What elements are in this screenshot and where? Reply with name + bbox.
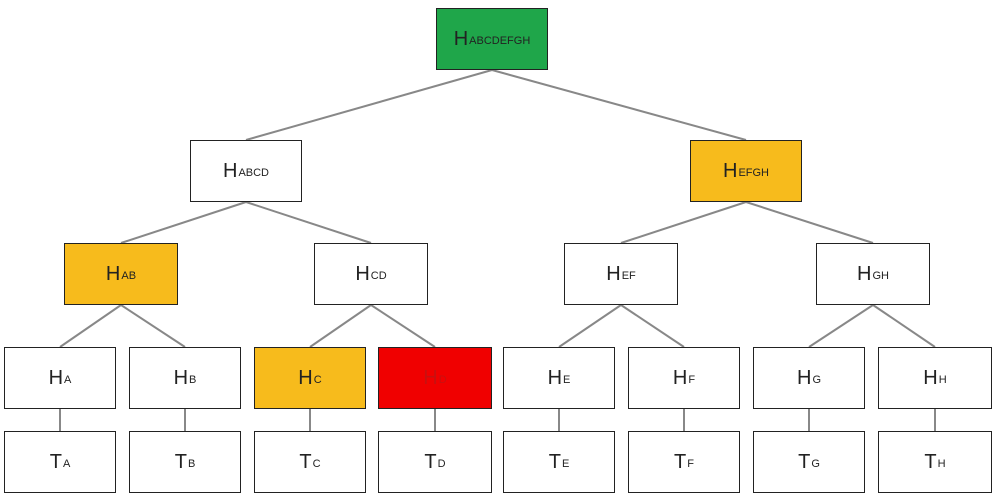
- edge-root-abcd: [245, 69, 493, 141]
- edge-ab-ha: [59, 304, 122, 348]
- node-base: H: [355, 262, 370, 285]
- node-sub: B: [189, 374, 197, 386]
- node-sub: C: [312, 458, 321, 470]
- node-sub: GH: [872, 270, 889, 282]
- node-sub: H: [938, 374, 947, 386]
- node-base: T: [174, 450, 187, 473]
- node-sub: EFGH: [738, 167, 769, 179]
- node-sub: E: [561, 458, 570, 470]
- node-sub: D: [437, 458, 446, 470]
- node-base: H: [672, 366, 688, 389]
- node-base: H: [923, 366, 938, 389]
- node-base: H: [857, 262, 872, 285]
- edge-abcd-cd: [245, 201, 372, 244]
- node-base: H: [453, 27, 469, 50]
- node-sub: H: [937, 458, 946, 470]
- edge-cd-hc: [309, 304, 372, 348]
- node-sub: CD: [370, 270, 387, 282]
- node-sub: A: [64, 374, 72, 386]
- node-sub: G: [811, 458, 820, 470]
- edge-root-efgh: [491, 69, 747, 141]
- edge-gh-hg: [808, 304, 874, 348]
- node-base: H: [606, 262, 621, 285]
- node-sub: A: [62, 458, 71, 470]
- node-base: T: [924, 450, 937, 473]
- node-base: H: [173, 366, 189, 389]
- node-sub: EF: [621, 270, 636, 282]
- node-base: H: [222, 159, 238, 182]
- node-base: H: [722, 159, 738, 182]
- node-base: T: [424, 450, 437, 473]
- node-sub: G: [812, 374, 821, 386]
- node-base: T: [299, 450, 312, 473]
- edge-cd-hd: [370, 304, 436, 348]
- node-base: T: [674, 450, 687, 473]
- node-sub: C: [313, 374, 322, 386]
- edge-efgh-gh: [745, 201, 874, 244]
- node-base: H: [423, 366, 438, 389]
- node-base: H: [547, 366, 563, 389]
- edge-ef-hf: [620, 304, 685, 348]
- edge-ab-hb: [120, 304, 186, 348]
- edge-efgh-ef: [620, 201, 747, 244]
- node-sub: B: [187, 458, 196, 470]
- edge-gh-hh: [872, 304, 936, 348]
- node-sub: F: [687, 458, 694, 470]
- node-sub: ABCD: [238, 167, 269, 179]
- edge-ef-he: [558, 304, 622, 348]
- node-sub: F: [688, 374, 696, 386]
- node-sub: D: [438, 374, 447, 386]
- node-base: T: [548, 450, 561, 473]
- node-sub: AB: [121, 270, 137, 282]
- node-sub: ABCDEFGH: [469, 35, 531, 47]
- node-base: H: [796, 366, 812, 389]
- node-sub: E: [563, 374, 571, 386]
- node-base: H: [48, 366, 64, 389]
- edge-abcd-ab: [120, 201, 247, 244]
- node-base: T: [49, 450, 62, 473]
- node-base: H: [298, 366, 313, 389]
- node-base: T: [798, 450, 811, 473]
- node-base: H: [105, 262, 121, 285]
